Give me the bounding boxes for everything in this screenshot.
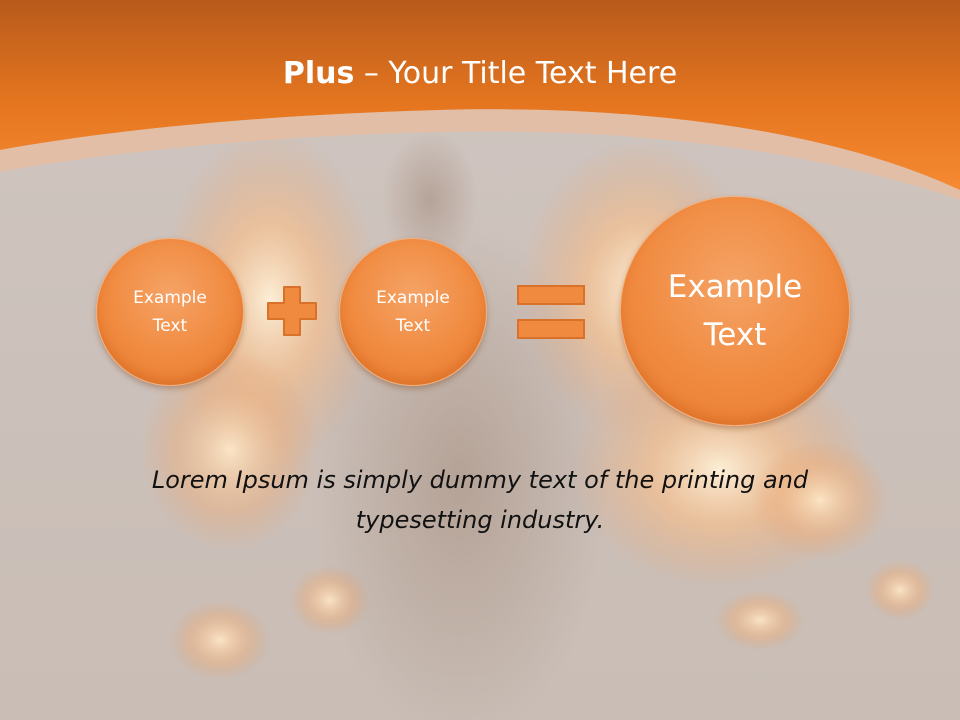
header-band: [0, 0, 960, 200]
example-circle-2: Example Text: [339, 238, 487, 386]
title-bold-word: Plus: [282, 56, 355, 91]
plus-icon: [267, 286, 317, 336]
example-circle-1: Example Text: [96, 238, 244, 386]
circle-1-label: Example Text: [133, 288, 207, 336]
circle-2-label: Example Text: [376, 288, 450, 336]
circle-3-label: Example Text: [667, 269, 803, 353]
body-text: Lorem Ipsum is simply dummy text of the …: [151, 466, 809, 534]
title-rest: – Your Title Text Here: [354, 56, 678, 91]
equals-icon: [517, 285, 585, 339]
slide-title: Plus – Your Title Text Here: [0, 52, 960, 96]
example-circle-result: Example Text: [620, 196, 850, 426]
